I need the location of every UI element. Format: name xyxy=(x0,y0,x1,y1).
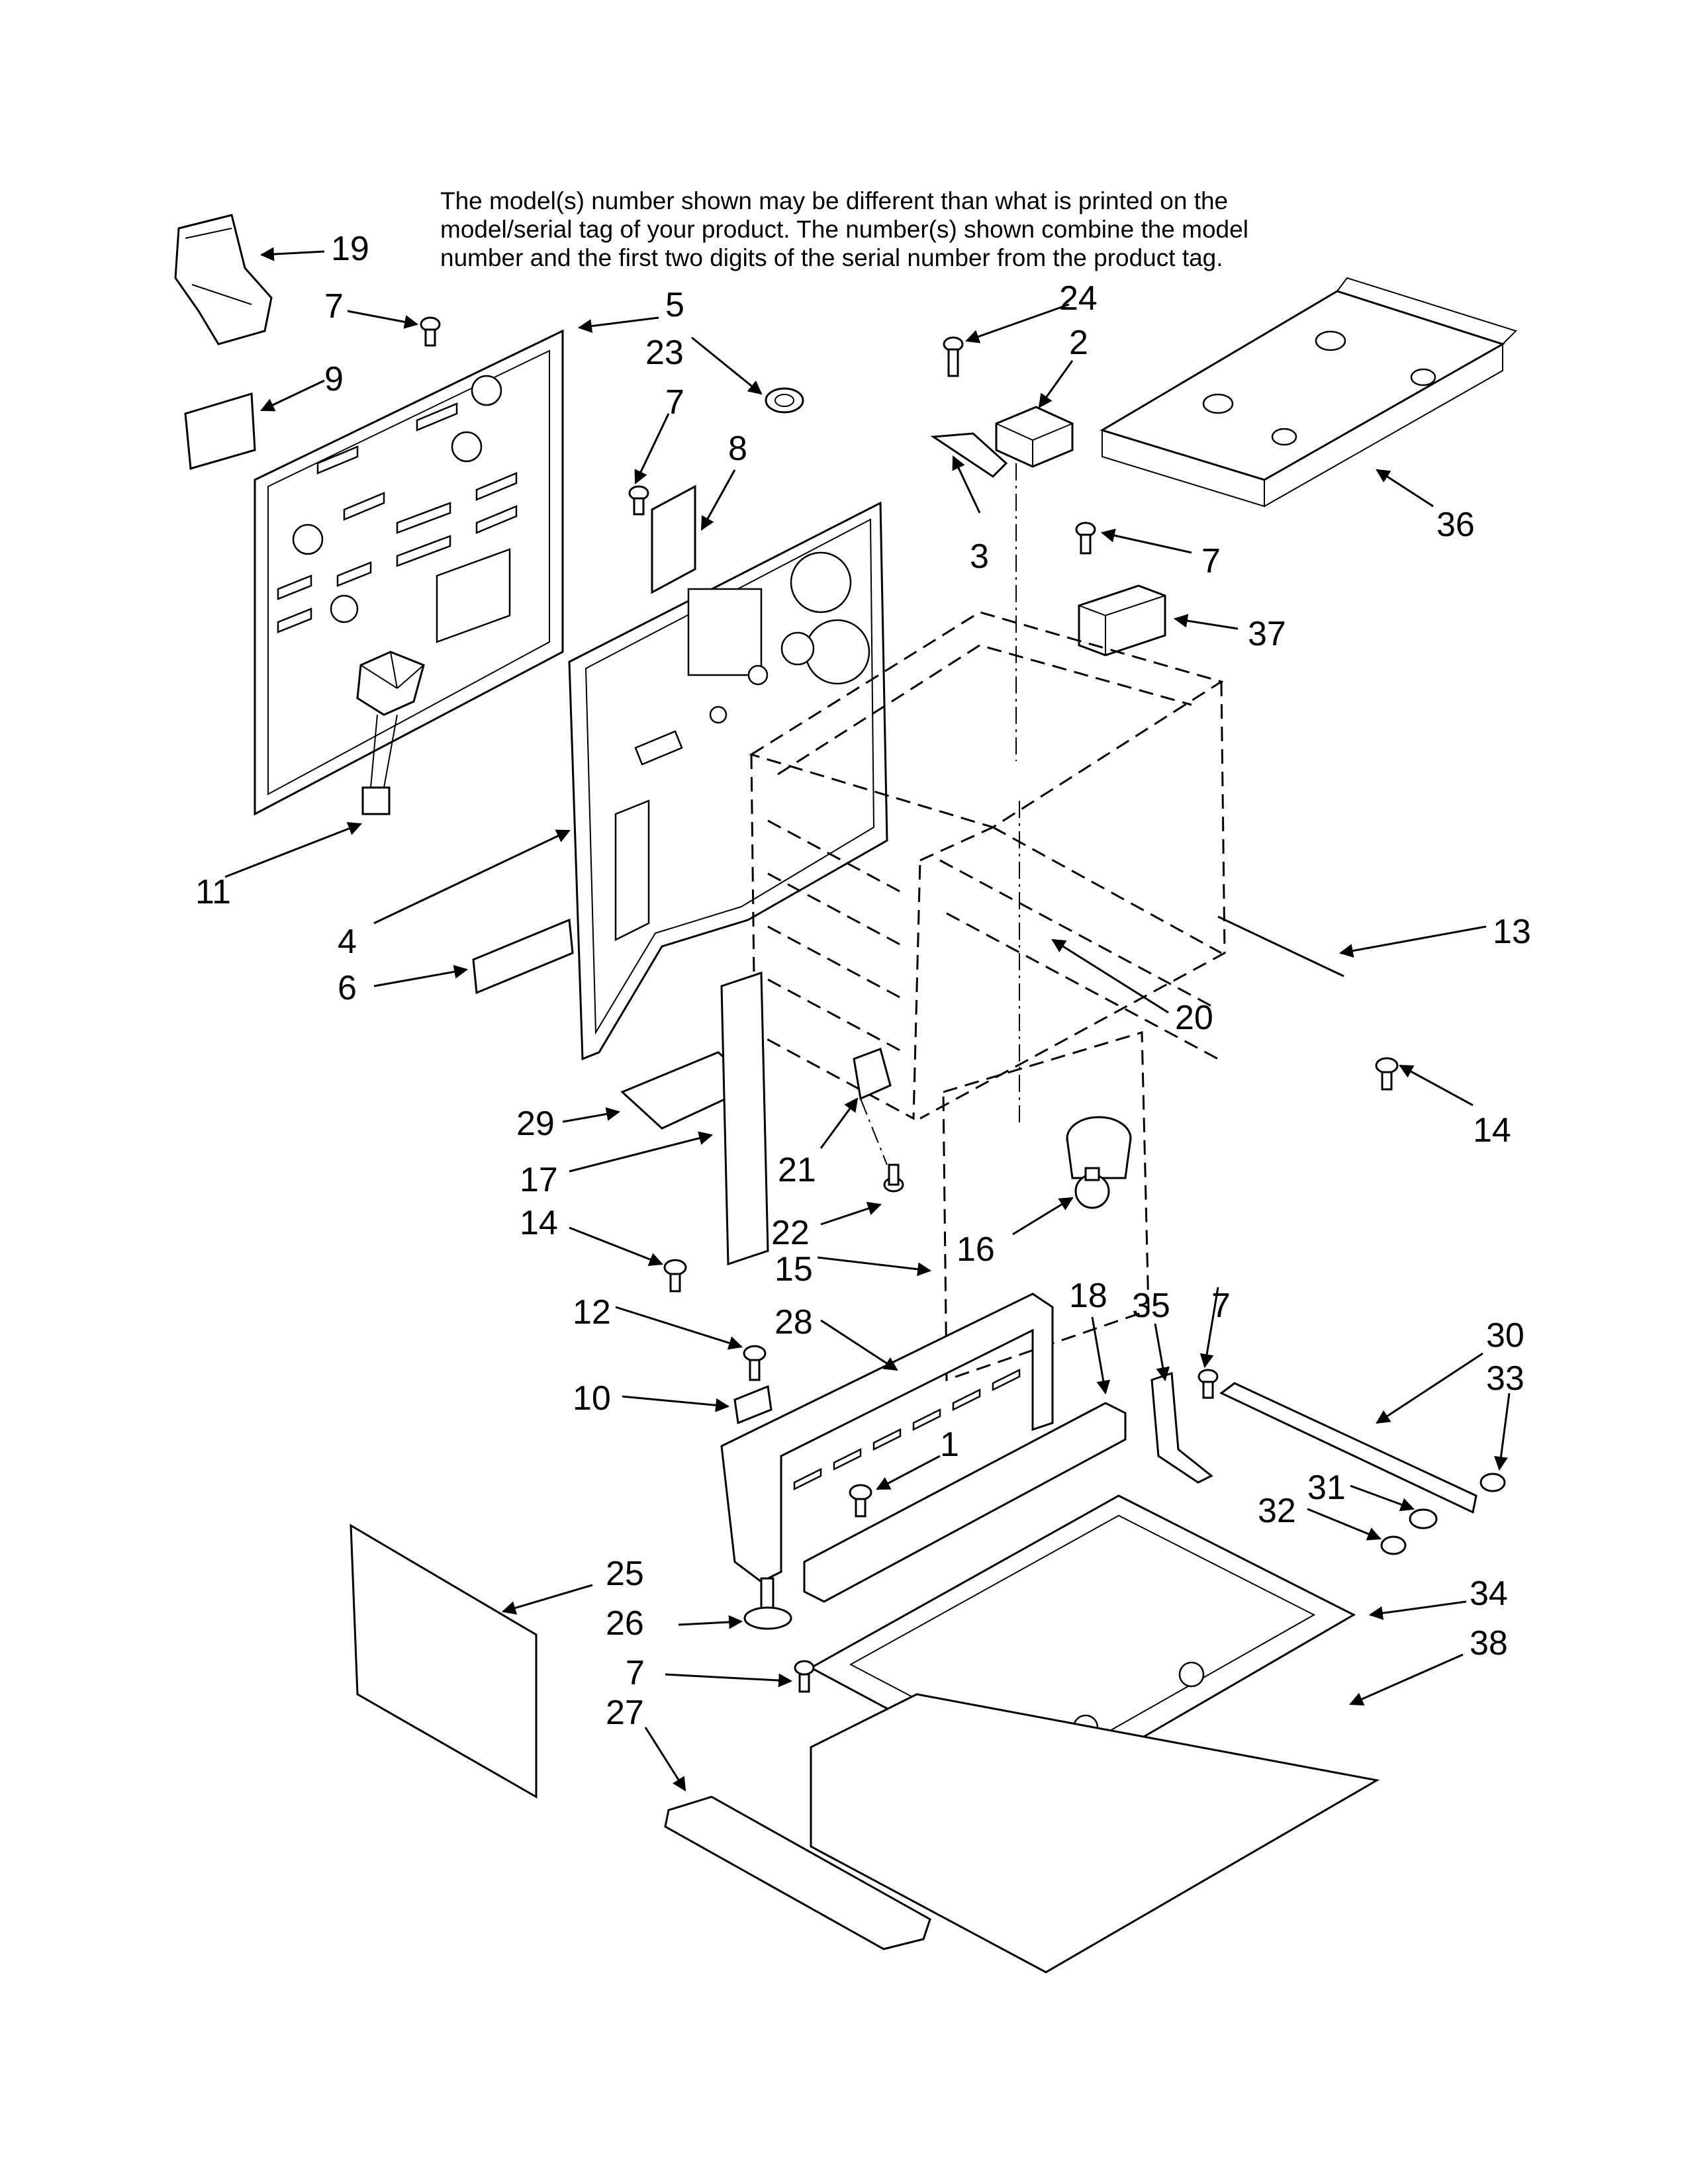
callout-18: 18 xyxy=(1069,1277,1107,1315)
callout-30: 30 xyxy=(1486,1316,1524,1355)
part-16-light-bulb xyxy=(1074,1167,1110,1209)
callout-6: 6 xyxy=(338,969,357,1007)
callout-4: 4 xyxy=(338,923,357,961)
callout-14-left: 14 xyxy=(520,1204,558,1242)
callout-28: 28 xyxy=(774,1303,813,1342)
part-17-trim-post xyxy=(720,971,769,1266)
part-32-bolt xyxy=(1380,1535,1407,1555)
callout-2: 2 xyxy=(1069,324,1088,362)
part-12-screw xyxy=(743,1345,767,1381)
part-2-switch-assembly xyxy=(995,406,1074,468)
part-20-oven-cavity xyxy=(749,611,1226,1120)
callout-7-bracket: 7 xyxy=(665,383,684,422)
callout-9: 9 xyxy=(324,360,344,398)
callout-17: 17 xyxy=(520,1161,558,1199)
part-18-kick-plate xyxy=(803,1402,1127,1603)
callout-7-top-left: 7 xyxy=(324,287,344,326)
part-31-washer xyxy=(1409,1508,1438,1529)
callout-14-right: 14 xyxy=(1473,1111,1511,1150)
part-7-screw-right xyxy=(1197,1369,1219,1399)
part-13-rod xyxy=(1217,915,1344,978)
part-3-bracket xyxy=(930,432,1008,478)
part-37-module xyxy=(1078,584,1166,657)
callout-22: 22 xyxy=(771,1214,810,1252)
callout-33: 33 xyxy=(1486,1359,1524,1398)
part-11-fan-motor xyxy=(356,651,425,815)
part-23-thermal-switch xyxy=(765,387,804,414)
part-15-light-housing xyxy=(1066,1116,1132,1179)
part-25-side-panel xyxy=(350,1524,538,1799)
callout-24: 24 xyxy=(1059,279,1098,318)
part-24-screw xyxy=(943,336,964,377)
callout-7-center: 7 xyxy=(1201,542,1221,580)
part-1-screw xyxy=(849,1484,872,1518)
callout-25: 25 xyxy=(606,1555,644,1593)
model-number-note: The model(s) number shown may be differe… xyxy=(440,187,1367,272)
callout-5: 5 xyxy=(665,286,684,324)
part-10-bracket xyxy=(733,1385,773,1425)
part-5-rear-panel xyxy=(254,329,564,816)
part-15-light-assembly-group xyxy=(942,1030,1150,1382)
callout-23: 23 xyxy=(645,334,684,372)
note-line-3: number and the first two digits of the s… xyxy=(440,244,1223,271)
callout-34: 34 xyxy=(1470,1574,1508,1613)
callout-1: 1 xyxy=(940,1426,959,1464)
callout-16: 16 xyxy=(957,1230,995,1269)
part-9-plate xyxy=(184,392,256,470)
part-30-rail xyxy=(1219,1382,1477,1514)
callout-26: 26 xyxy=(606,1604,644,1643)
part-21-hinge-receptacle xyxy=(853,1048,892,1101)
part-33-nut xyxy=(1479,1473,1506,1492)
callout-29: 29 xyxy=(516,1105,555,1143)
part-4-side-panel xyxy=(568,501,888,1061)
callout-7-bottom: 7 xyxy=(626,1654,645,1692)
callout-7-right: 7 xyxy=(1211,1287,1231,1325)
part-28-front-frame xyxy=(720,1293,1054,1583)
part-22-screw xyxy=(883,1163,904,1193)
part-36-top-cover xyxy=(1100,277,1517,508)
part-6-strip xyxy=(472,918,574,995)
part-7-screw-bracket xyxy=(628,485,649,516)
part-14-screw-left xyxy=(663,1259,687,1293)
callout-35: 35 xyxy=(1132,1287,1170,1325)
note-line-2: model/serial tag of your product. The nu… xyxy=(440,216,1248,243)
part-7-screw-center xyxy=(1075,522,1096,555)
part-8-bracket xyxy=(651,484,696,594)
part-7-screw-bottom xyxy=(794,1660,815,1693)
callout-21: 21 xyxy=(778,1151,816,1189)
part-27-rear-rail xyxy=(664,1796,931,1950)
part-19-vent-scoop xyxy=(174,214,273,345)
callout-32: 32 xyxy=(1258,1492,1296,1530)
callout-11: 11 xyxy=(195,873,231,911)
note-line-1: The model(s) number shown may be differe… xyxy=(440,187,1229,214)
part-7-screw-top-left xyxy=(420,316,441,347)
part-35-bracket xyxy=(1150,1371,1213,1484)
callout-13: 13 xyxy=(1493,913,1531,951)
callout-36: 36 xyxy=(1436,506,1475,544)
callout-38: 38 xyxy=(1470,1624,1508,1662)
part-26-leveling-leg xyxy=(743,1577,792,1630)
callout-31: 31 xyxy=(1307,1469,1346,1507)
callout-37: 37 xyxy=(1248,615,1286,653)
callout-20: 20 xyxy=(1175,999,1213,1037)
part-14-screw-right xyxy=(1375,1057,1399,1091)
callout-15: 15 xyxy=(774,1250,813,1289)
callout-12: 12 xyxy=(573,1293,611,1332)
callout-10: 10 xyxy=(573,1379,611,1418)
callout-27: 27 xyxy=(606,1694,644,1732)
part-38-base-plate xyxy=(810,1693,1380,1974)
callout-19: 19 xyxy=(331,230,369,268)
callout-3: 3 xyxy=(970,537,989,576)
callout-8: 8 xyxy=(728,430,747,468)
